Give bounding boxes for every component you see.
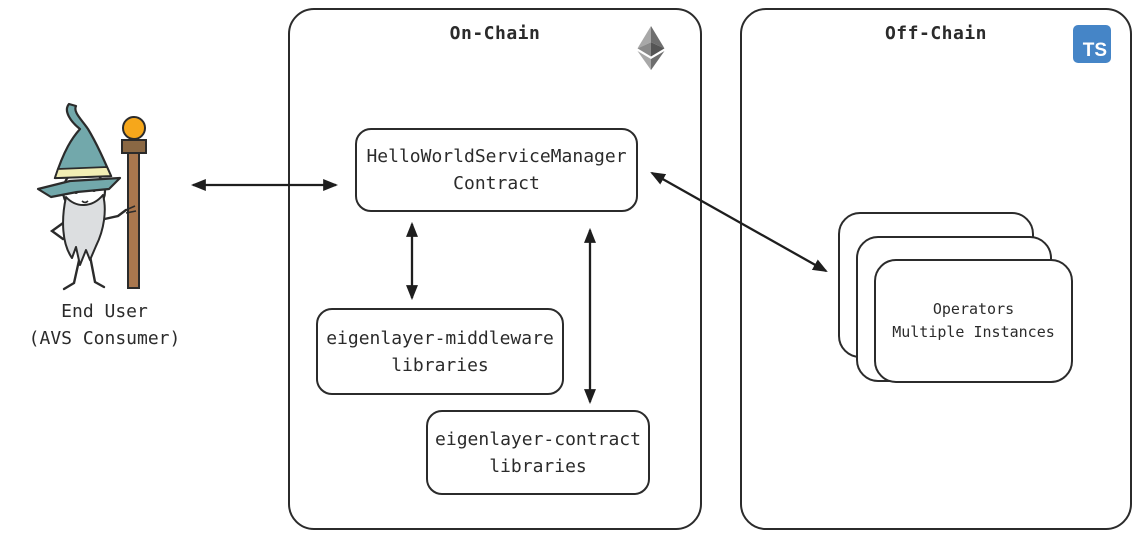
wizard-arm: [98, 208, 128, 222]
on-chain-title: On-Chain: [449, 23, 541, 44]
end-user-label: End User (AVS Consumer): [2, 298, 207, 352]
end-user-label-line2: (AVS Consumer): [28, 328, 181, 349]
operators-line1: Operators: [932, 300, 1015, 318]
middleware-line2: libraries: [391, 354, 489, 376]
typescript-badge-label: TS: [1082, 40, 1107, 61]
wizard-staff-head: [121, 139, 147, 154]
ethereum-icon: [637, 26, 665, 70]
off-chain-title: Off-Chain: [884, 23, 988, 44]
wizard-leg: [88, 254, 106, 289]
wizard-leg: [62, 254, 82, 291]
wizard-staff-orb: [122, 116, 146, 140]
ethereum-facet: [637, 42, 651, 57]
wizard-hat-band: [53, 166, 113, 179]
wizard-beard: [62, 194, 106, 266]
contract-line2: libraries: [489, 455, 587, 477]
ethereum-facet: [650, 50, 665, 70]
typescript-icon: TS: [1073, 25, 1111, 63]
eigenlayer-middleware-node: eigenlayer-middleware libraries: [316, 308, 564, 395]
operator-instance-front: Operators Multiple Instances: [874, 259, 1073, 383]
service-manager-line1: HelloWorldServiceManager: [366, 146, 627, 167]
end-user-label-line1: End User: [61, 301, 148, 322]
wizard-hand: [125, 205, 136, 211]
middleware-line1: eigenlayer-middleware: [326, 327, 554, 349]
operators-line2: Multiple Instances: [892, 323, 1055, 341]
wizard-mouth: [81, 200, 89, 204]
wizard-hat-brim: [36, 176, 122, 199]
wizard-character-icon: [36, 102, 147, 291]
service-manager-contract-node: HelloWorldServiceManager Contract: [355, 128, 638, 212]
wizard-staff: [127, 152, 140, 289]
service-manager-line2: Contract: [453, 173, 540, 194]
contract-line1: eigenlayer-contract: [435, 428, 641, 450]
wizard-hat-cone: [53, 102, 113, 180]
ethereum-facet: [637, 50, 651, 70]
ethereum-facet: [650, 42, 665, 57]
eigenlayer-contract-node: eigenlayer-contract libraries: [426, 410, 650, 495]
wizard-hand: [125, 210, 137, 214]
